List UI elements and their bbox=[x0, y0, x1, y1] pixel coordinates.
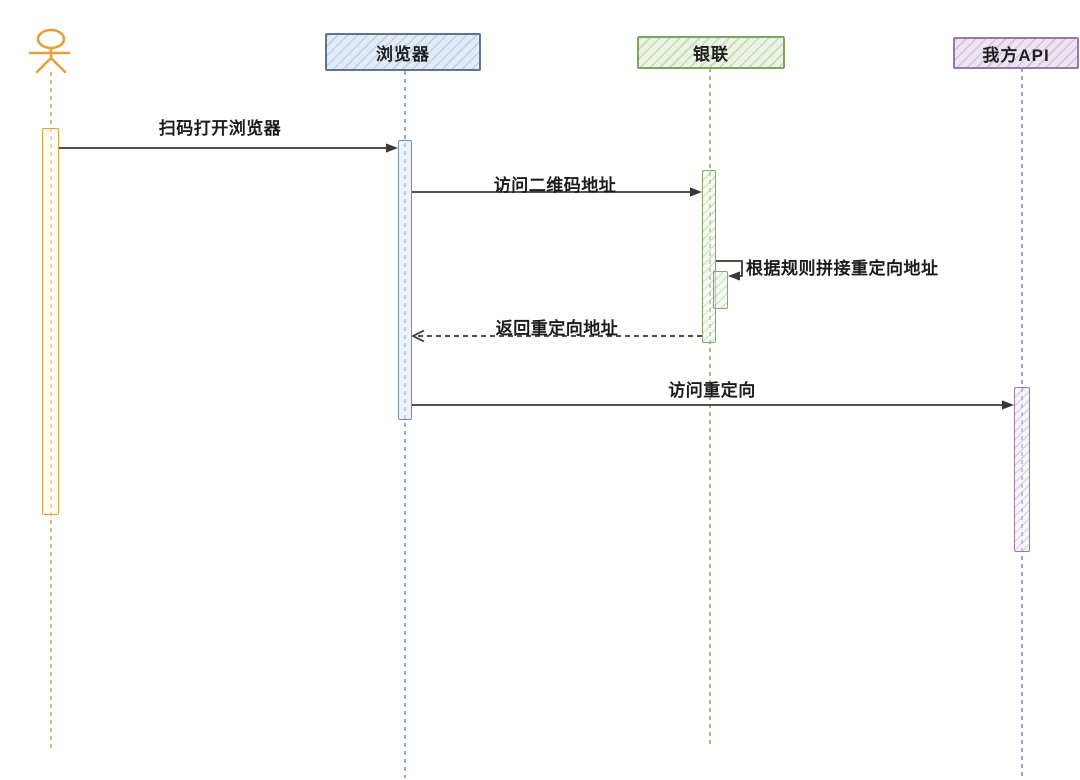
message-label-1: 扫码打开浏览器 bbox=[158, 119, 282, 138]
activation-browser bbox=[398, 140, 412, 420]
lifeline-browser bbox=[404, 71, 406, 778]
message-label-4: 返回重定向地址 bbox=[495, 319, 619, 338]
participant-unionpay-label: 银联 bbox=[693, 45, 729, 64]
message-arrow-1 bbox=[59, 143, 398, 153]
participant-browser: 浏览器 bbox=[325, 33, 481, 71]
message-label-2: 访问二维码地址 bbox=[493, 176, 617, 195]
participant-api-label: 我方API bbox=[982, 45, 1050, 65]
activation-unionpay-nested bbox=[713, 271, 728, 309]
activation-unionpay bbox=[702, 170, 716, 343]
message-label-5: 访问重定向 bbox=[668, 381, 756, 400]
message-arrow-2 bbox=[412, 187, 702, 197]
lifeline-api bbox=[1021, 68, 1023, 778]
lifeline-unionpay bbox=[709, 68, 711, 748]
participant-unionpay: 银联 bbox=[637, 36, 785, 69]
message-label-3: 根据规则拼接重定向地址 bbox=[746, 259, 939, 278]
participant-browser-label: 浏览器 bbox=[376, 44, 430, 64]
activation-api bbox=[1014, 387, 1030, 552]
actor-icon bbox=[28, 28, 71, 74]
participant-api: 我方API bbox=[953, 37, 1079, 69]
message-arrow-3-self-loop bbox=[716, 260, 743, 281]
activation-user bbox=[42, 128, 59, 515]
lifeline-user bbox=[50, 72, 52, 748]
message-arrow-5 bbox=[412, 400, 1014, 410]
message-arrow-4-return bbox=[411, 329, 702, 343]
